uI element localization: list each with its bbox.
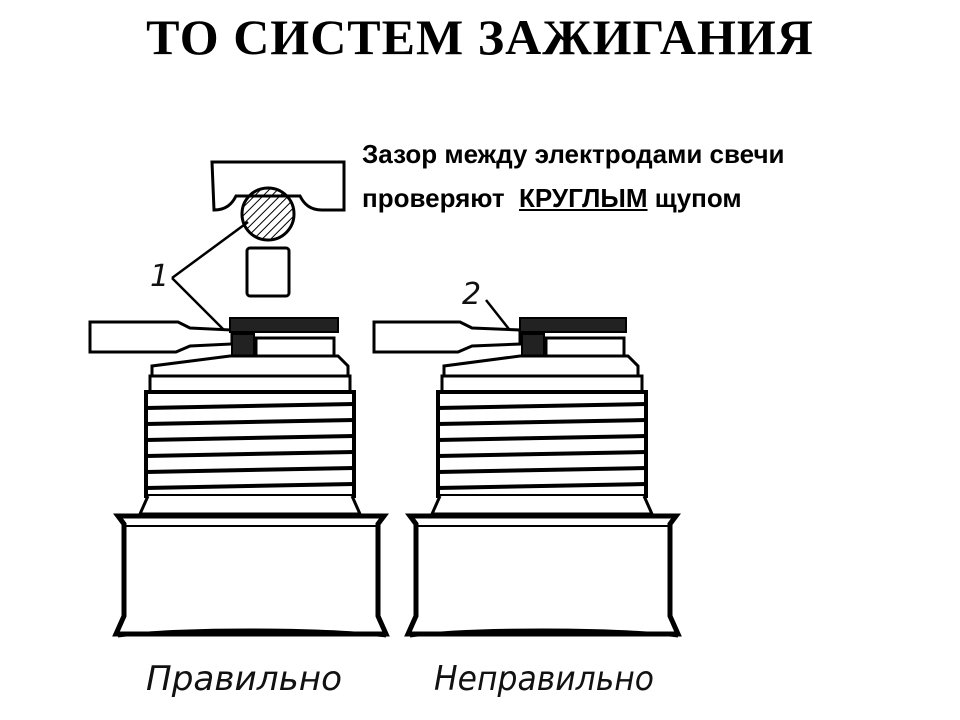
caption-text-after: щупом xyxy=(654,183,742,213)
plug-2-number: 2 xyxy=(462,277,481,312)
caption-text-before: проверяют xyxy=(362,183,505,213)
round-feeler-gauge-detail xyxy=(210,160,346,298)
pointer-lines-1 xyxy=(171,220,249,335)
flat-feeler-gauge-right xyxy=(372,320,522,354)
caption-line-1: Зазор между электродами свечи xyxy=(362,139,785,169)
spark-plug-correct xyxy=(88,317,390,638)
label-incorrect: Неправильно xyxy=(434,659,654,699)
caption-emphasis: КРУГЛЫМ xyxy=(519,183,648,213)
caption: Зазор между электродами свечи проверяют … xyxy=(362,132,785,220)
slide-title: ТО СИСТЕМ ЗАЖИГАНИЯ xyxy=(146,9,814,65)
caption-line-2: проверяют КРУГЛЫМ щупом xyxy=(362,176,785,220)
plug-1-number: 1 xyxy=(150,259,169,294)
flat-feeler-gauge-left xyxy=(88,320,234,354)
label-correct: Правильно xyxy=(146,659,342,699)
spark-plug-incorrect xyxy=(372,317,682,638)
